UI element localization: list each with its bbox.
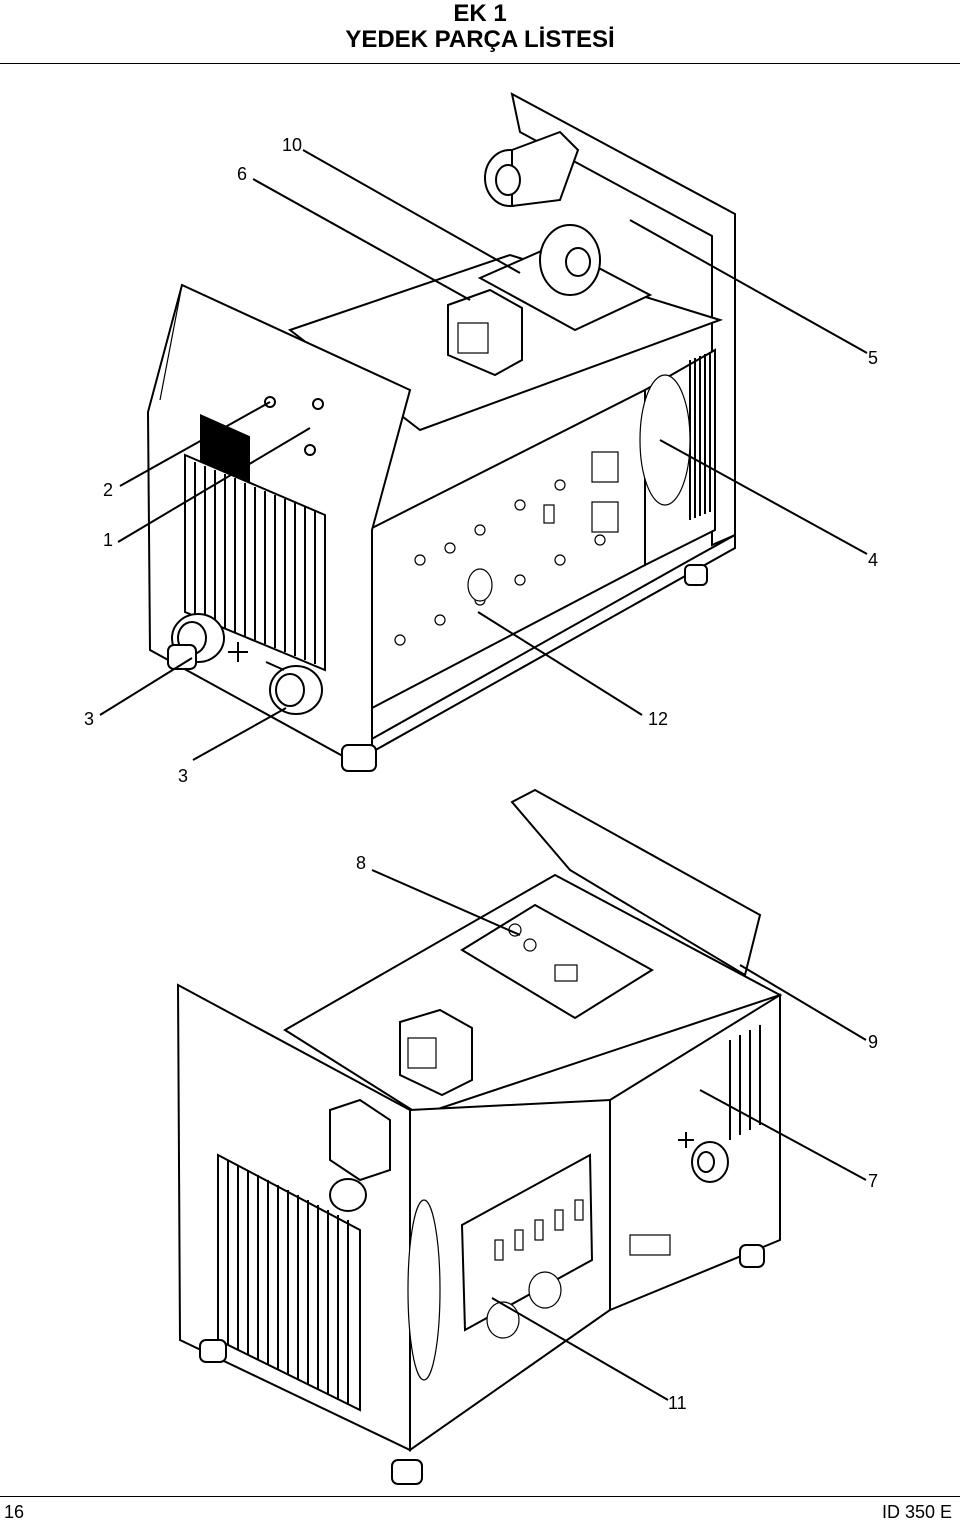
main-switch: [484, 130, 580, 208]
foot: [341, 744, 377, 772]
model-name: ID 350 E: [881, 1502, 952, 1522]
leader-4: [659, 439, 868, 555]
header-divider: [0, 63, 960, 64]
foot: [167, 644, 197, 670]
knob: [304, 444, 316, 456]
leader-12: [477, 611, 643, 716]
rear-vent-grille: [217, 1153, 361, 1412]
main-pcb: [371, 388, 646, 710]
callout-10: 10: [282, 135, 303, 155]
bottom-machine-drawing: [176, 788, 783, 1485]
leader-8: [371, 869, 521, 936]
top-machine-drawing: [146, 92, 736, 772]
foot: [391, 1459, 423, 1485]
aux-board: [477, 224, 653, 332]
rear-panel: [510, 92, 736, 547]
side-vent-slots: [729, 1025, 761, 1140]
callout-3: 3: [84, 709, 95, 729]
document-title: EK 1: [453, 0, 507, 27]
callout-5: 5: [868, 348, 879, 368]
leader-1: [117, 427, 311, 543]
cooling-fan: [639, 374, 691, 506]
callout-leaders: [99, 149, 868, 1401]
leader-6: [252, 178, 471, 301]
foot: [199, 1339, 227, 1363]
control-transformer: [447, 288, 523, 377]
leader-2: [119, 401, 271, 487]
callout-9: 9: [868, 1032, 879, 1052]
page-number: 16: [4, 1502, 25, 1522]
foot: [739, 1244, 765, 1268]
callout-6: 6: [237, 164, 248, 184]
leader-3b: [192, 707, 287, 761]
footer-divider: [0, 1496, 960, 1497]
front-vent-grille: [184, 453, 326, 672]
document-subtitle: YEDEK PARÇA LİSTESİ: [345, 26, 615, 53]
callout-11: 11: [668, 1393, 687, 1413]
control-transformer: [399, 1008, 473, 1097]
leader-10: [302, 149, 521, 274]
leader-11: [491, 1297, 669, 1401]
cooling-fan: [407, 1199, 441, 1381]
callout-7: 7: [868, 1171, 879, 1191]
leader-9: [739, 964, 867, 1041]
leader-5: [629, 219, 868, 354]
callout-2: 2: [103, 480, 114, 500]
callout-12: 12: [648, 709, 669, 729]
diode-board: [460, 1153, 594, 1332]
callout-4: 4: [868, 550, 879, 570]
knob: [312, 398, 324, 410]
foot: [684, 564, 708, 586]
leader-3a: [99, 657, 193, 716]
callout-3: 3: [178, 766, 189, 786]
main-switch: [329, 1098, 391, 1212]
callout-1: 1: [103, 530, 114, 550]
output-sockets: [171, 613, 323, 715]
callout-8: 8: [356, 853, 367, 873]
hinged-pcb: [510, 788, 762, 977]
leader-7: [699, 1089, 867, 1181]
pcb-components: [394, 451, 619, 646]
